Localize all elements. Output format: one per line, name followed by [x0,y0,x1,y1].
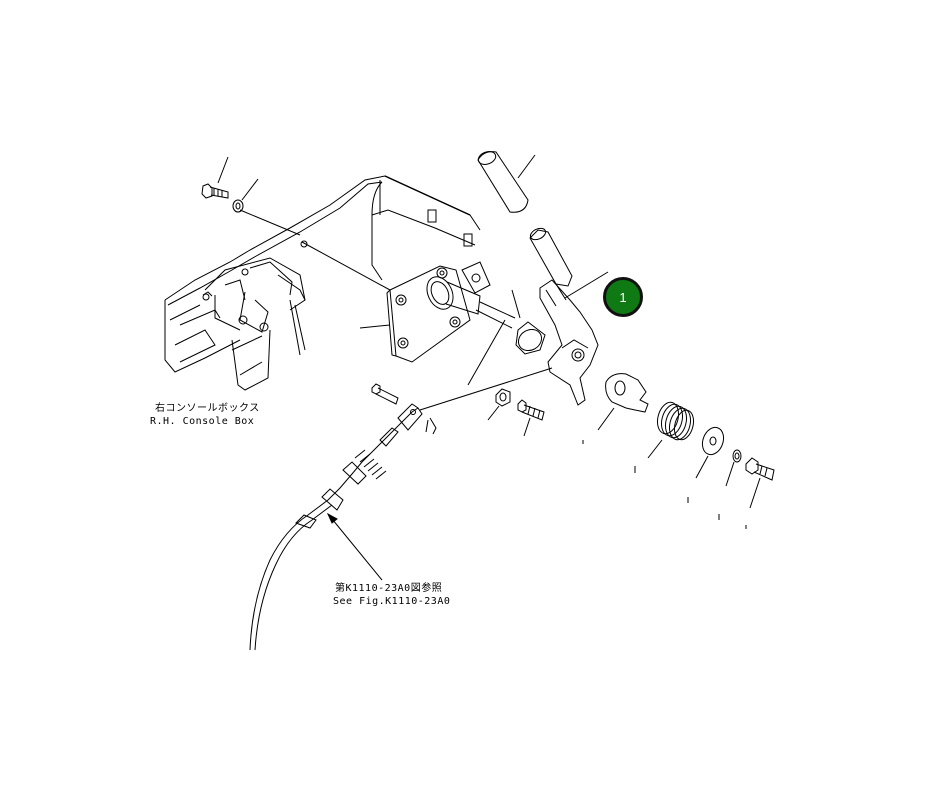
pivot-bracket [302,242,490,362]
pin-bolt [372,384,398,404]
console-box [165,176,480,390]
spring-washer [726,450,741,486]
part-callout-number: 1 [619,289,627,305]
reference-label-en: See Fig.K1110-23A0 [333,596,451,607]
control-lever [529,226,608,405]
flat-washer [696,424,727,478]
control-cable [250,368,552,650]
part-callout-badge[interactable]: 1 [603,277,643,317]
handle-grip [476,149,535,212]
console-box-label-jp: 右コンソールボックス [155,403,260,414]
reference-label-jp: 第K1110-23A0図参照 [335,583,443,594]
console-box-label-en: R.H. Console Box [150,416,255,427]
mounting-bolt [746,458,774,508]
lever-bolt [518,400,544,436]
washer-top-left [233,179,258,212]
bolt-top-left [202,157,228,198]
nut [488,389,510,420]
stopper-plate [598,374,648,430]
leader-ticks [583,440,746,529]
bushing [468,290,545,385]
reference-arrow [328,514,382,580]
return-spring [648,400,697,458]
